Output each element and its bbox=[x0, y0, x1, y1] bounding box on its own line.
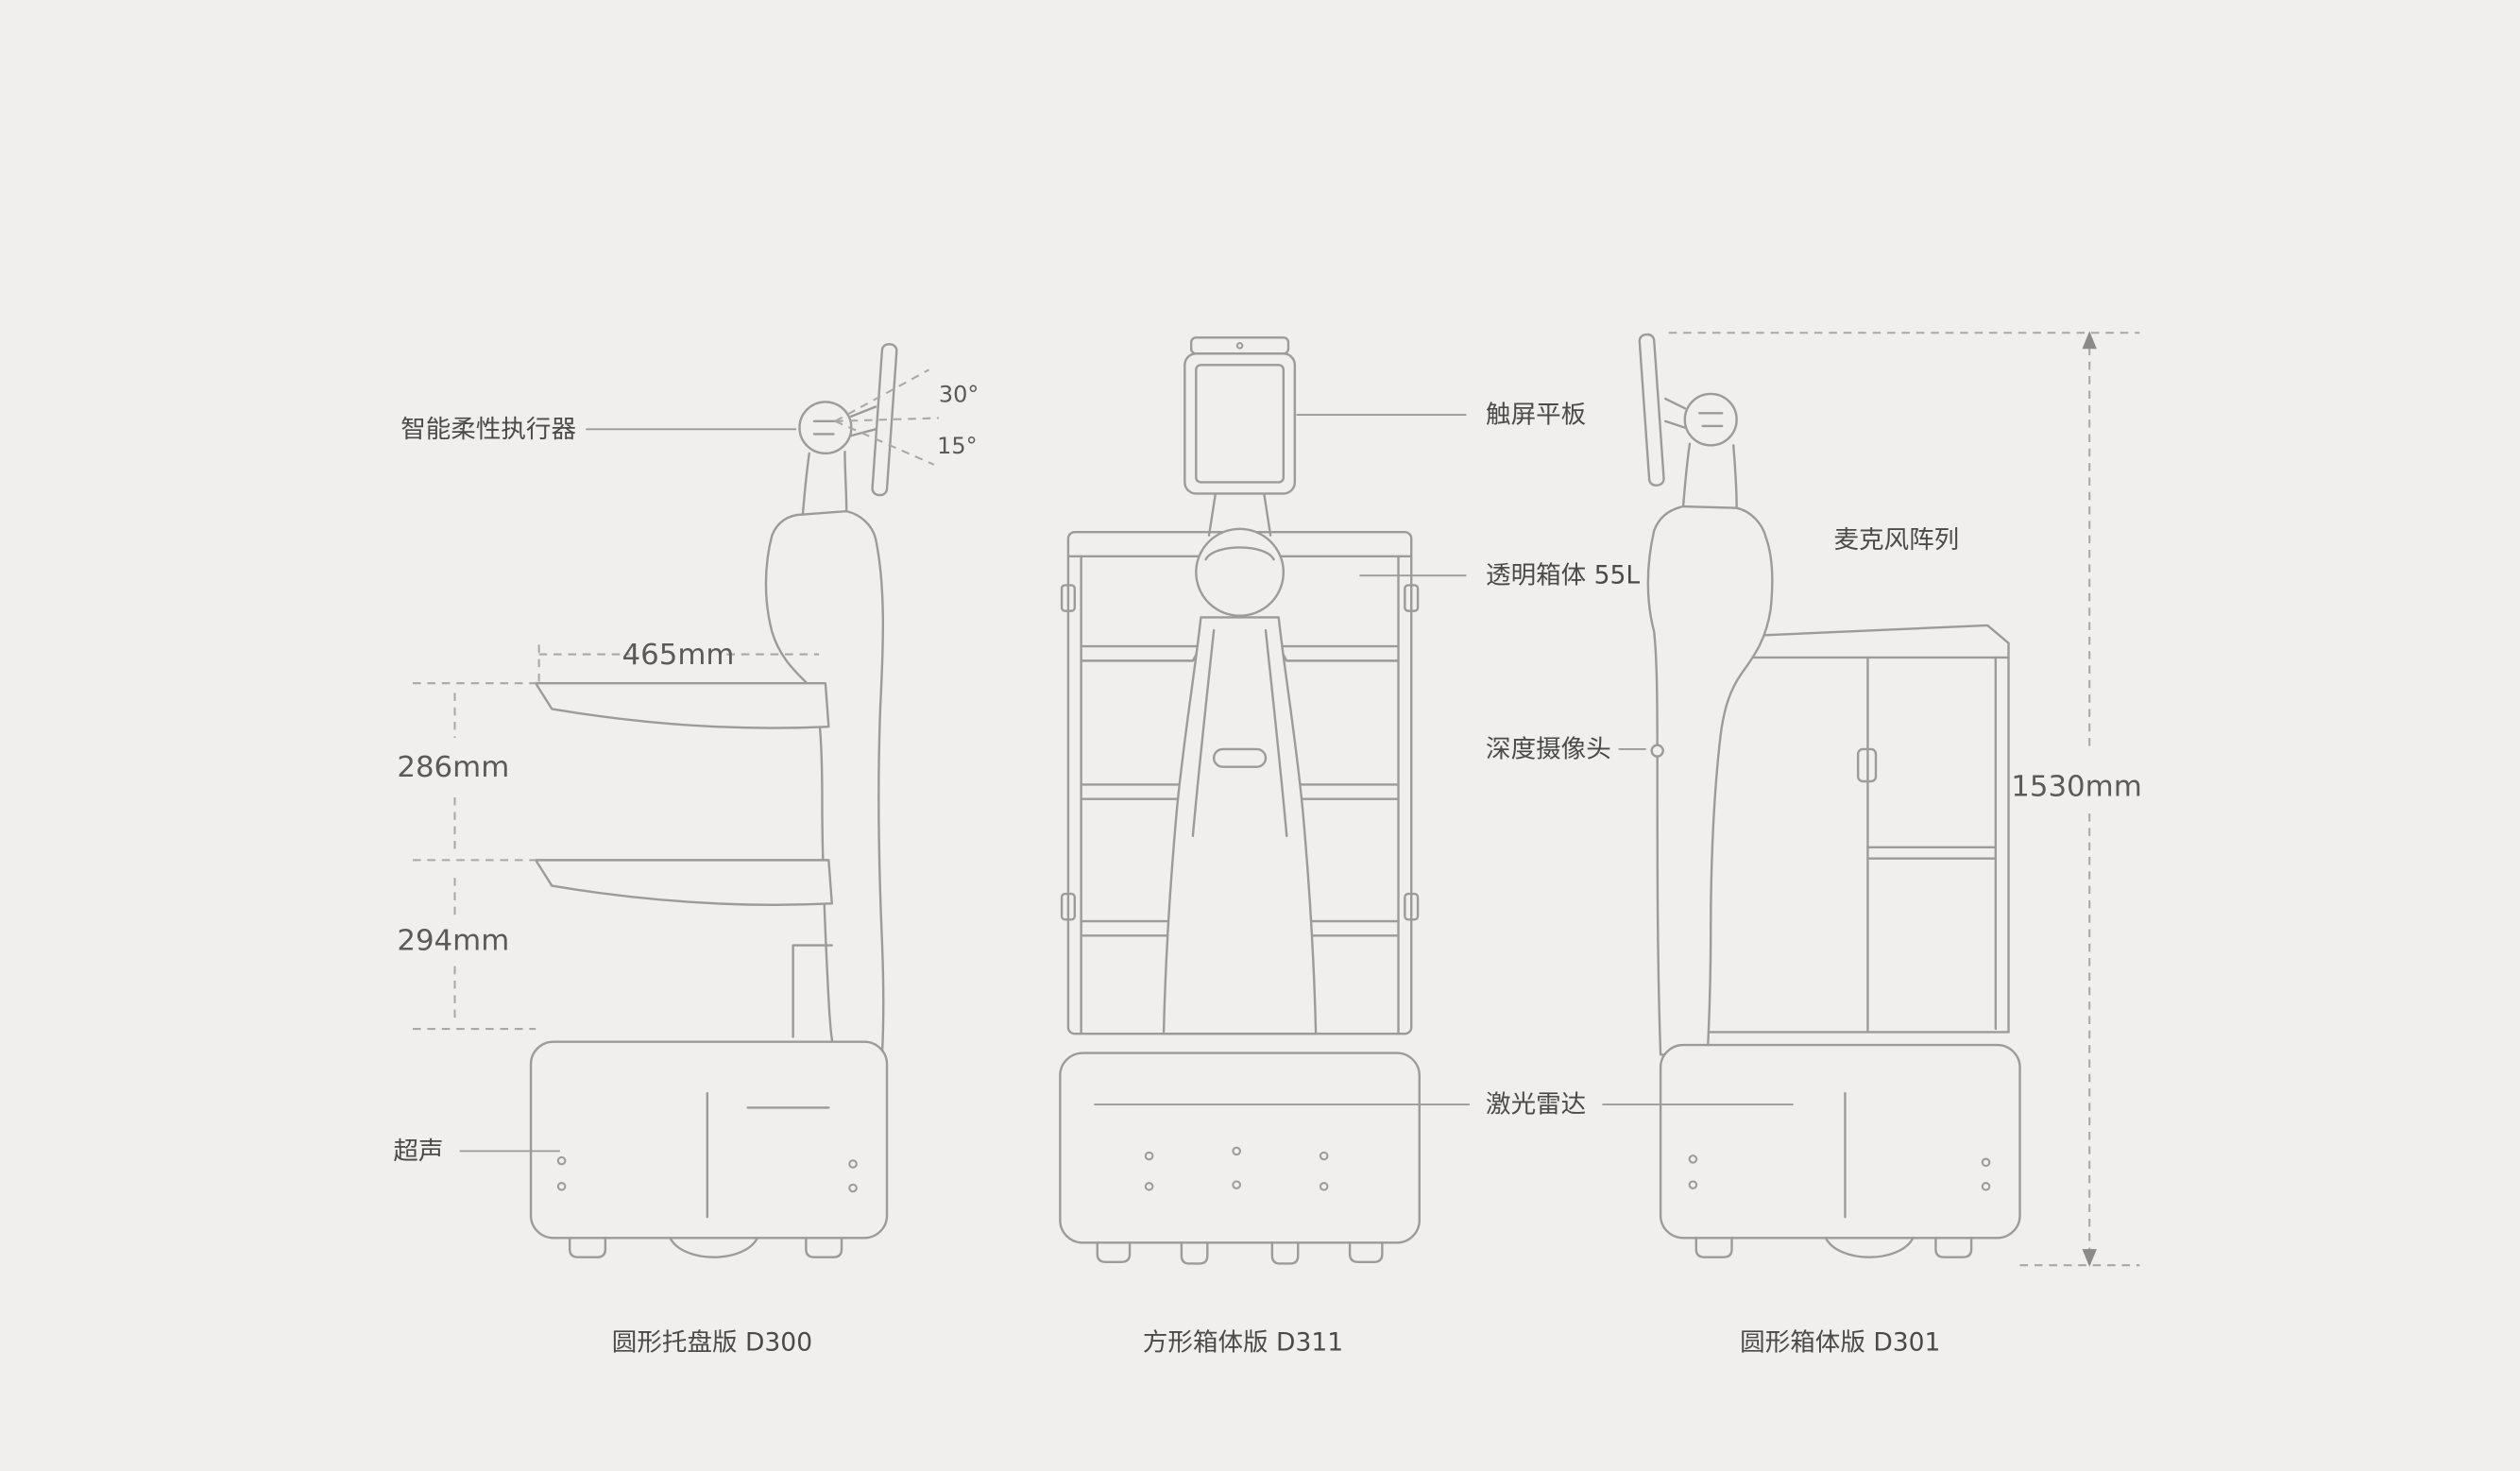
right-box-shelf bbox=[1866, 846, 1998, 860]
label-lidar: 激光雷达 bbox=[1486, 1090, 1586, 1120]
robot-right-drawing bbox=[1638, 333, 2021, 1258]
right-ultrasonic-dots bbox=[1688, 1155, 1991, 1191]
right-actuator-joint bbox=[1683, 392, 1738, 447]
right-head-assembly bbox=[1638, 333, 1738, 508]
right-screen-mount bbox=[1664, 397, 1687, 429]
label-depth-camera: 深度摄像头 bbox=[1486, 735, 1611, 764]
left-neck bbox=[801, 450, 848, 516]
middle-wheels bbox=[1096, 1241, 1384, 1265]
left-level-dashes bbox=[412, 682, 536, 1031]
dimension-left-group: 465mm 286mm 294mm bbox=[397, 638, 820, 1031]
left-head-assembly bbox=[798, 343, 939, 516]
left-actuator-detail bbox=[812, 419, 839, 436]
label-transparent-box: 透明箱体 55L bbox=[1486, 561, 1640, 590]
callouts: 智能柔性执行器 30° 15° 触屏平板 透明箱体 55L 麦克风阵列 深度摄像… bbox=[393, 381, 1959, 1165]
dim-tray-width: 465mm bbox=[622, 638, 735, 672]
middle-box-inner-walls bbox=[1080, 555, 1400, 1035]
right-neck bbox=[1681, 442, 1738, 508]
middle-ultrasonic-dots bbox=[1144, 1146, 1329, 1191]
right-screen-panel bbox=[1638, 333, 1665, 487]
label-ultrasonic: 超声 bbox=[393, 1137, 443, 1166]
left-actuator-joint bbox=[798, 401, 853, 455]
right-actuator-detail bbox=[1698, 412, 1724, 428]
caption-right-model: 圆形箱体版 D301 bbox=[1740, 1327, 1940, 1357]
height-arrow-down bbox=[2082, 1249, 2097, 1267]
tray-width-dashes bbox=[537, 644, 820, 682]
left-spine-column bbox=[764, 509, 885, 1056]
left-ultrasonic-dots bbox=[556, 1155, 858, 1193]
caption-left-model: 圆形托盘版 D300 bbox=[612, 1327, 812, 1357]
dim-tray-gap-upper: 286mm bbox=[397, 750, 509, 784]
right-box-handle bbox=[1856, 747, 1878, 783]
middle-spine-column bbox=[1162, 616, 1318, 1035]
label-angle-lower: 15° bbox=[937, 433, 978, 459]
right-base bbox=[1659, 1043, 2021, 1240]
left-tilt-rays bbox=[834, 368, 939, 466]
height-arrow-up bbox=[2082, 331, 2097, 350]
left-tray-lower bbox=[534, 859, 833, 906]
middle-box-hinges bbox=[1060, 584, 1420, 921]
left-tray-upper bbox=[534, 682, 830, 729]
right-depth-camera bbox=[1650, 744, 1664, 758]
dim-tray-gap-lower: 294mm bbox=[397, 924, 509, 958]
left-wheels bbox=[568, 1237, 843, 1258]
right-spine-column bbox=[1646, 505, 1774, 1056]
left-pedestal-edge bbox=[792, 944, 833, 1038]
label-touchscreen: 触屏平板 bbox=[1486, 401, 1586, 430]
label-mic-array: 麦克风阵列 bbox=[1833, 525, 1959, 555]
dimension-height-group: 1530mm bbox=[1668, 331, 2142, 1267]
middle-collar-ring bbox=[1204, 546, 1275, 561]
right-wheels bbox=[1694, 1237, 1973, 1258]
label-actuator: 智能柔性执行器 bbox=[400, 415, 576, 444]
middle-tablet-topbar bbox=[1189, 336, 1290, 355]
robot-middle-drawing bbox=[1059, 336, 1421, 1265]
middle-actuator-collar bbox=[1195, 527, 1286, 617]
middle-base bbox=[1059, 1052, 1421, 1244]
dim-total-height: 1530mm bbox=[2011, 769, 2142, 803]
caption-middle-model: 方形箱体版 D311 bbox=[1143, 1327, 1343, 1357]
robot-left-drawing bbox=[529, 343, 939, 1258]
middle-neck bbox=[1207, 492, 1272, 537]
middle-tablet-screen bbox=[1195, 364, 1286, 484]
middle-tablet bbox=[1183, 352, 1297, 495]
middle-spine-contours bbox=[1191, 628, 1288, 838]
captions: 圆形托盘版 D300 方形箱体版 D311 圆形箱体版 D301 bbox=[612, 1327, 1941, 1357]
left-base bbox=[529, 1040, 889, 1240]
middle-camera-dot bbox=[1235, 342, 1244, 350]
right-box-right-edge bbox=[1994, 656, 2010, 1034]
label-angle-upper: 30° bbox=[939, 381, 979, 407]
left-screen-mount bbox=[850, 405, 877, 437]
middle-handle bbox=[1212, 747, 1268, 768]
